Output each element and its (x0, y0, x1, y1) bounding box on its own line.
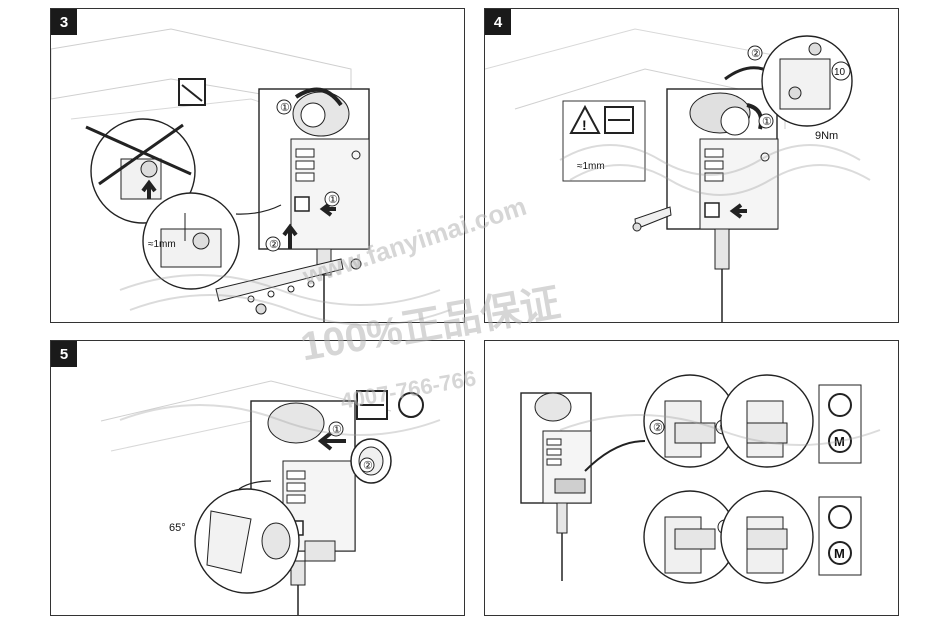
mode-legend-top: M (818, 384, 862, 464)
step-number-badge: 4 (485, 9, 511, 35)
mode-legend-bottom: M (818, 496, 862, 576)
mounting-bracket (215, 258, 362, 315)
release-detail-4 (720, 490, 814, 584)
svg-text:M: M (834, 434, 845, 449)
detail-correct: ≈1mm (142, 192, 240, 290)
svg-text:M: M (834, 546, 845, 561)
callout-1: ① (328, 194, 338, 206)
motor-gear-icon (828, 429, 852, 453)
callout-2: ② (269, 239, 279, 251)
manual-override-panel: ② ① ③ M (484, 340, 899, 616)
manual-override-illustration: ② ① ③ M (520, 374, 862, 584)
gap-dimension-label: ≈1mm (577, 161, 605, 172)
callout-2: ② (751, 48, 761, 60)
callout-1: ① (762, 116, 772, 128)
manual-gear-icon (828, 505, 852, 529)
step-number-badge: 3 (51, 9, 77, 35)
callout-2: ② (363, 460, 373, 472)
release-detail-2 (720, 374, 814, 468)
torque-detail: 10 (761, 35, 853, 127)
warning-icon (569, 104, 601, 134)
step-4-panel: 4 ! ≈1mm (484, 8, 899, 323)
torque-label: 9Nm (815, 130, 838, 142)
actuator-body (520, 392, 592, 581)
damper-symbol-icon (178, 78, 206, 106)
callout-1: ① (332, 424, 342, 436)
step-3-illustration: ① ② ① ≈1mm (51, 28, 370, 322)
callout-1b: ① (280, 102, 290, 114)
release-detail-1: ② ① (643, 374, 737, 468)
damper-open-icon (604, 106, 634, 134)
svg-text:!: ! (582, 117, 587, 133)
svg-text:10: 10 (834, 67, 846, 78)
actuator-body (258, 87, 370, 322)
damper-round-icon (356, 390, 424, 420)
detail-incorrect (85, 118, 196, 224)
manual-gear-icon (828, 393, 852, 417)
motor-gear-icon (828, 541, 852, 565)
rotation-angle-label: 65° (169, 522, 186, 534)
wrench-size-badge (831, 61, 851, 81)
step-3-panel: 3 (50, 8, 465, 323)
step-5-panel: 5 ① ② (50, 340, 465, 616)
step-5-illustration: ① ② 65° (100, 380, 424, 615)
step-number-badge: 5 (51, 341, 77, 367)
step-4-illustration: ! ≈1mm ② ① (485, 28, 853, 322)
gap-dimension-label: ≈1mm (148, 239, 176, 250)
warning-panel: ! ≈1mm (562, 100, 646, 182)
callout-2: ② (653, 422, 663, 434)
angle-detail: 65° (169, 488, 300, 594)
